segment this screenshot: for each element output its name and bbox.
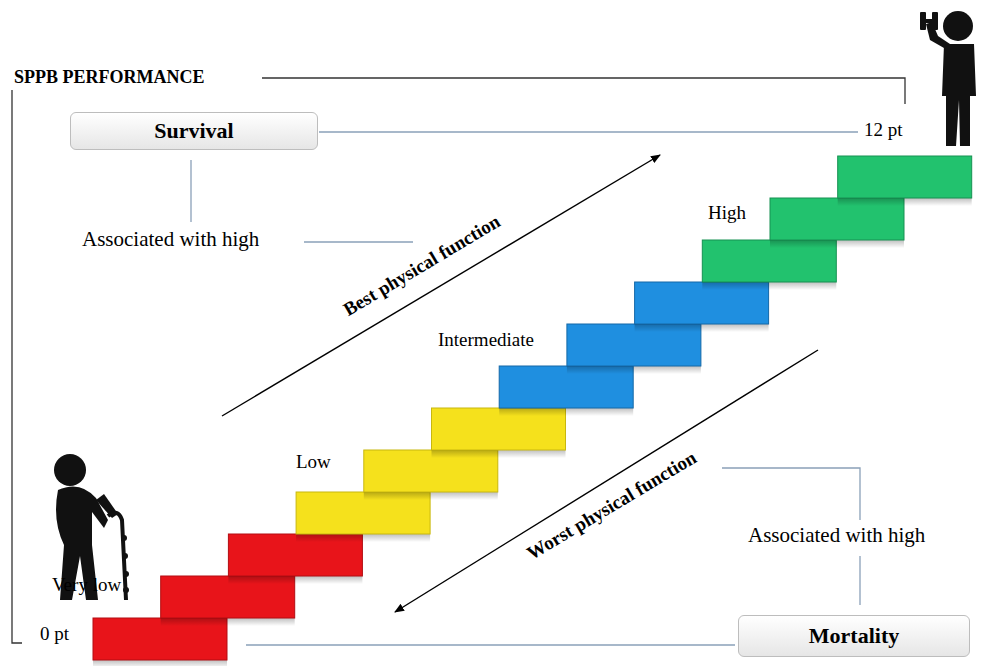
outcome-box: Survival	[70, 112, 318, 150]
heading-label: SPPB PERFORMANCE	[14, 68, 205, 88]
level-label: Low	[296, 452, 331, 473]
box-label: Survival	[154, 118, 233, 144]
level-label: Associated with high	[748, 524, 925, 547]
worst-arrow	[395, 350, 818, 612]
step-shadow	[567, 366, 701, 374]
step-shadow	[93, 660, 227, 666]
step-shadow	[432, 450, 566, 458]
step-shadow	[228, 576, 362, 584]
step-shadow	[770, 240, 904, 248]
bracket-lines	[12, 78, 905, 643]
step-shadow	[296, 534, 430, 542]
step-shadow	[364, 492, 498, 500]
best-arrow	[222, 155, 660, 416]
step-shadow	[702, 282, 836, 290]
stair-step	[838, 156, 972, 198]
step-shadow	[838, 198, 972, 206]
outcome-box: Mortality	[738, 615, 970, 657]
step-shadow	[499, 408, 633, 416]
fit-figure	[920, 11, 976, 146]
step-shadow	[635, 324, 769, 332]
box-label: Mortality	[809, 623, 899, 649]
cane-knobs	[121, 535, 129, 593]
level-label: Very low	[52, 575, 121, 596]
level-label: High	[708, 203, 746, 224]
level-label: 0 pt	[40, 624, 69, 645]
arrow-label: Worst physical function	[524, 448, 701, 565]
step-shadow	[161, 618, 295, 626]
arrow-label: Best physical function	[340, 211, 504, 320]
level-label: 12 pt	[864, 120, 903, 141]
level-label: Associated with high	[82, 228, 259, 251]
leader-lines	[191, 132, 860, 645]
level-label: Intermediate	[438, 330, 534, 351]
